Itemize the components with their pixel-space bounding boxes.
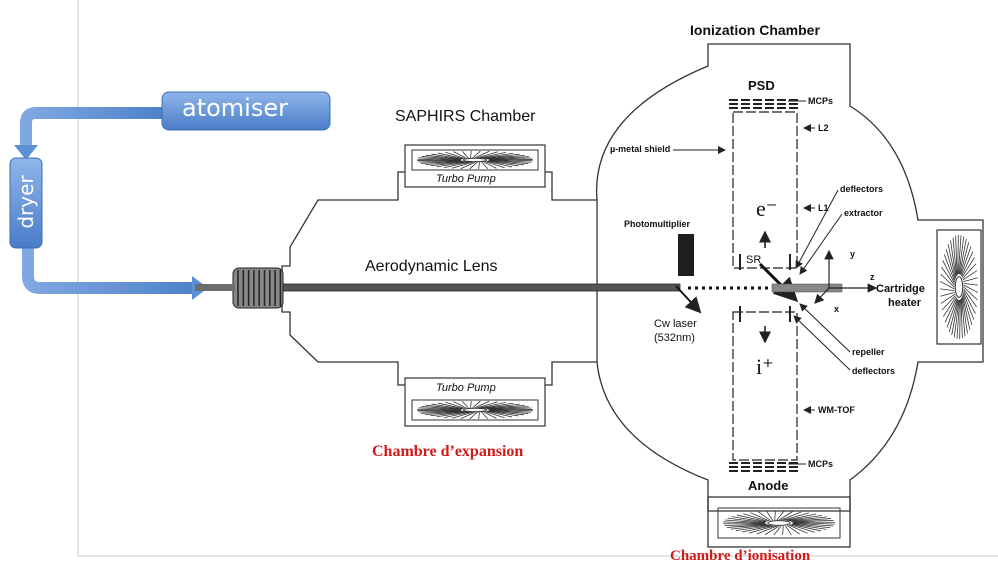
lens-tube bbox=[282, 283, 681, 292]
axis-x-label: x bbox=[834, 304, 840, 314]
atomiser-box bbox=[161, 91, 331, 131]
cartridge-heater-label-2: heater bbox=[888, 297, 922, 309]
atomiser-label: atomiser bbox=[182, 94, 288, 122]
extractor-label: extractor bbox=[844, 208, 883, 218]
turbo-pump-top-label: Turbo Pump bbox=[436, 173, 496, 185]
axes bbox=[814, 249, 878, 304]
sr-label: SR bbox=[746, 254, 762, 266]
electron-label: e⁻ bbox=[756, 196, 778, 221]
psd-label: PSD bbox=[748, 78, 775, 93]
deflectors-top-label: deflectors bbox=[840, 184, 884, 194]
chambre-expansion-label: Chambre d’expansion bbox=[372, 443, 524, 460]
photomultiplier-label: Photomultiplier bbox=[624, 219, 690, 229]
pointer-lines bbox=[673, 100, 851, 465]
photomultiplier-graphic bbox=[678, 234, 694, 276]
dryer-label: dryer bbox=[14, 175, 38, 229]
sr-arrow bbox=[758, 262, 799, 303]
saphirs-chamber-title: SAPHIRS Chamber bbox=[395, 108, 536, 125]
axis-y-label: y bbox=[850, 249, 856, 259]
tof-structure bbox=[729, 99, 800, 472]
dryer-box bbox=[9, 157, 43, 249]
turbo-pump-top-graphic bbox=[404, 144, 546, 188]
flow-arrowhead-down bbox=[14, 145, 38, 160]
l2-label: L2 bbox=[818, 123, 829, 133]
ionization-chamber-title: Ionization Chamber bbox=[690, 22, 820, 38]
mu-metal-shield-label: µ-metal shield bbox=[610, 144, 671, 154]
l1-label: L1 bbox=[818, 203, 829, 213]
saphirs-chamber-outline bbox=[281, 171, 598, 386]
turbo-pump-bottom-graphic bbox=[404, 377, 546, 427]
chambre-ionisation-label: Chambre d’ionisation bbox=[670, 548, 811, 564]
aerodynamic-lens-label: Aerodynamic Lens bbox=[365, 258, 498, 275]
mcps-bottom-label: MCPs bbox=[808, 459, 834, 469]
ion-label: i⁺ bbox=[756, 354, 774, 379]
cw-laser-label: Cw laser bbox=[654, 318, 697, 330]
cw-laser-wavelength: (532nm) bbox=[654, 332, 695, 344]
laser-arrow bbox=[675, 285, 702, 314]
cartridge-heater-graphic bbox=[936, 229, 982, 345]
cartridge-heater-label-1: Cartridge bbox=[876, 283, 925, 295]
mcps-top-label: MCPs bbox=[808, 96, 834, 106]
deflectors-bottom-label: deflectors bbox=[852, 366, 896, 376]
flow-tubing bbox=[20, 107, 201, 294]
turbo-pump-bottom-label: Turbo Pump bbox=[436, 382, 496, 394]
wm-tof-label: WM-TOF bbox=[818, 405, 855, 415]
axis-z-label: z bbox=[870, 272, 875, 282]
anode-label: Anode bbox=[748, 478, 789, 493]
ion-pump-housing bbox=[707, 496, 851, 548]
lens-bellows bbox=[232, 267, 284, 309]
repeller-label: repeller bbox=[852, 347, 885, 357]
turbo-pump-ion-graphic bbox=[717, 507, 841, 539]
ionization-chamber-outline bbox=[595, 43, 984, 512]
